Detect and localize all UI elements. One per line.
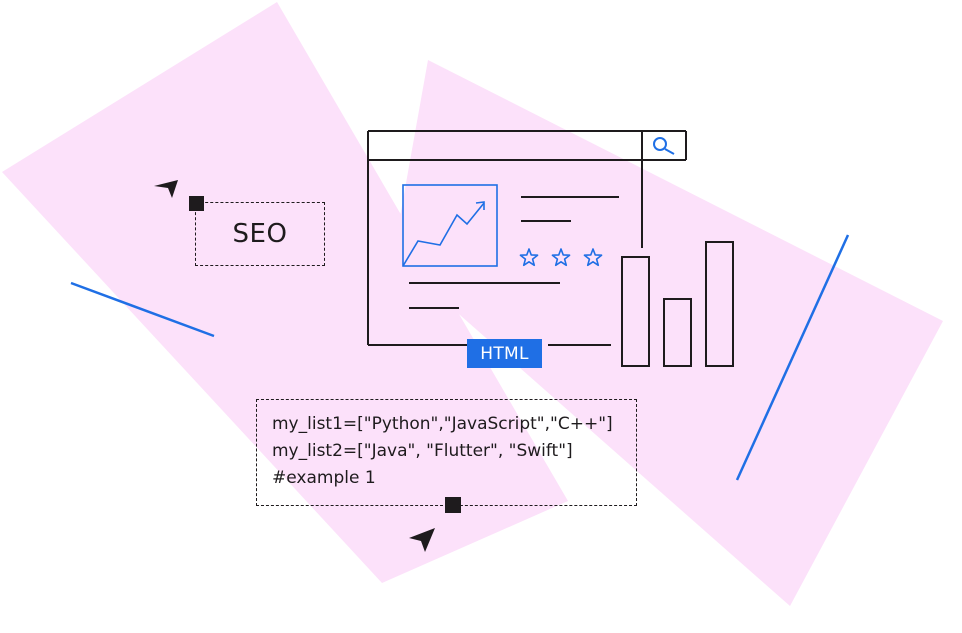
resize-handle [445, 497, 461, 513]
accent-line-right [735, 234, 850, 481]
seo-box: SEO [195, 202, 325, 266]
code-line: #example 1 [272, 468, 376, 488]
seo-label: SEO [232, 219, 288, 249]
cursor-arrow-icon [154, 180, 178, 198]
browser-window [367, 130, 687, 346]
resize-handle [189, 196, 204, 211]
cursor-arrow-icon [409, 528, 435, 552]
rating-stars [519, 248, 603, 267]
html-badge: HTML [467, 339, 542, 368]
code-line: my_list1=["Python","JavaScript","C++"] [272, 414, 613, 434]
pink-shape-left [2, 2, 568, 583]
trend-up-chart-icon [402, 184, 498, 267]
star-outline-icon [519, 248, 539, 267]
code-snippet-box: my_list1=["Python","JavaScript","C++"] m… [256, 399, 637, 506]
magnifier-icon [653, 137, 675, 155]
code-line: my_list2=["Java", "Flutter", "Swift"] [272, 441, 573, 461]
accent-line-left [70, 281, 215, 338]
star-outline-icon [583, 248, 603, 267]
star-outline-icon [551, 248, 571, 267]
bar-chart-icon [621, 241, 734, 367]
